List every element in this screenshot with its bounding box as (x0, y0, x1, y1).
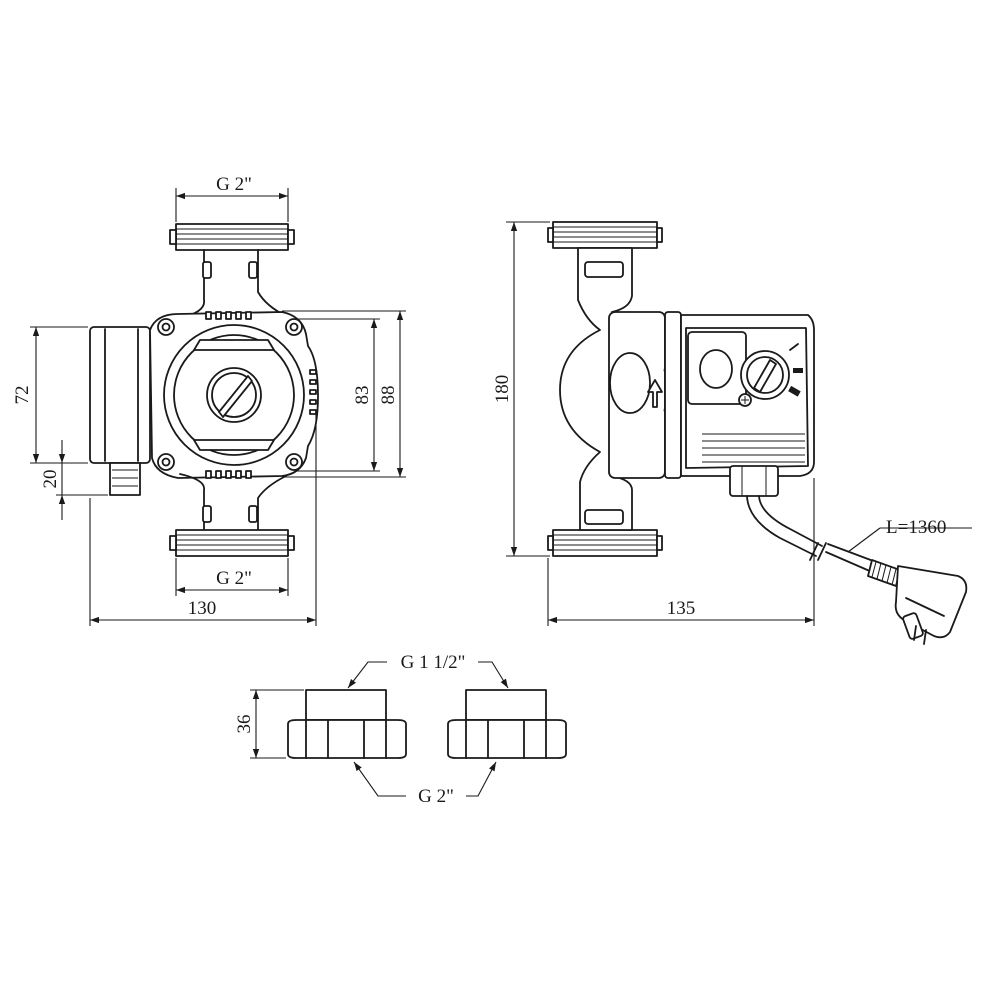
union-dimensions (250, 661, 509, 797)
front-top-thread (169, 223, 295, 251)
flange-studs (157, 318, 303, 471)
power-plug (894, 565, 968, 645)
front-top-pipe (179, 249, 287, 319)
air-vent-screw (218, 375, 253, 418)
label-union-height: 36 (234, 715, 255, 734)
union-fittings (250, 661, 567, 797)
front-dimensions (30, 188, 406, 626)
label-side-height: 180 (492, 375, 513, 404)
label-front-width: 130 (188, 598, 217, 619)
union-right (447, 689, 567, 759)
speed-selector-knob (738, 343, 803, 407)
cable-gland (729, 465, 779, 497)
label-front-height-72: 72 (12, 386, 33, 405)
front-bottom-thread (169, 529, 295, 557)
side-top-thread (547, 221, 663, 249)
label-union-outer-thread: G 2" (418, 786, 454, 807)
motor-end-cap (89, 326, 151, 496)
side-view (506, 221, 972, 645)
flow-arrow (647, 379, 663, 408)
motor-housing (163, 324, 305, 466)
label-front-height-83: 83 (352, 386, 373, 405)
label-front-height-20: 20 (40, 470, 61, 489)
terminal-box (664, 311, 815, 479)
label-side-width: 135 (667, 598, 696, 619)
side-dimensions (506, 221, 972, 626)
label-cable-length: L=1360 (886, 517, 946, 538)
side-bottom-thread (547, 529, 663, 557)
front-bottom-pipe (179, 473, 287, 541)
front-view (30, 188, 406, 626)
label-front-thread-bottom: G 2" (216, 568, 252, 589)
dimension-labels: G 2" G 2" 130 72 20 83 88 180 135 L=1360… (12, 174, 946, 807)
cooling-fins (205, 311, 317, 479)
label-front-height-88: 88 (378, 386, 399, 405)
cable-strain-relief (867, 559, 901, 587)
label-union-inner-thread: G 1 1/2" (401, 652, 466, 673)
union-left (287, 689, 407, 759)
label-front-thread-top: G 2" (216, 174, 252, 195)
power-cable (746, 495, 901, 587)
